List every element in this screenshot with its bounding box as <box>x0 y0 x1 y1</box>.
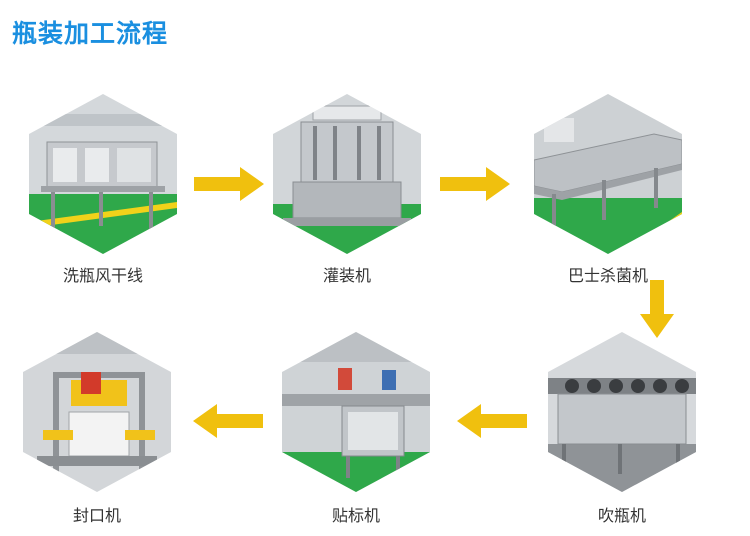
step-photo-pasteurizer <box>534 94 682 254</box>
arrow-left-icon <box>457 404 527 438</box>
step-photo-sealing-machine <box>23 332 171 492</box>
arrow-down-icon <box>640 280 674 338</box>
arrow-right-icon <box>194 167 264 201</box>
step-photo-bottle-blowing <box>548 332 696 492</box>
step-label-pasteurizer: 巴士杀菌机 <box>567 266 648 285</box>
step-label-washing-line: 洗瓶风干线 <box>62 266 143 285</box>
arrow-left-icon <box>193 404 263 438</box>
page-title: 瓶装加工流程 <box>12 19 169 48</box>
step-label-filling-machine: 灌装机 <box>322 266 371 285</box>
step-label-bottle-blowing: 吹瓶机 <box>597 506 646 525</box>
step-photo-washing-line <box>29 94 177 254</box>
step-label-labeling-machine: 贴标机 <box>331 506 380 525</box>
step-photo-labeling-machine <box>282 332 430 492</box>
arrow-right-icon <box>440 167 510 201</box>
step-label-sealing-machine: 封口机 <box>72 506 121 525</box>
step-photo-filling-machine <box>273 94 421 254</box>
